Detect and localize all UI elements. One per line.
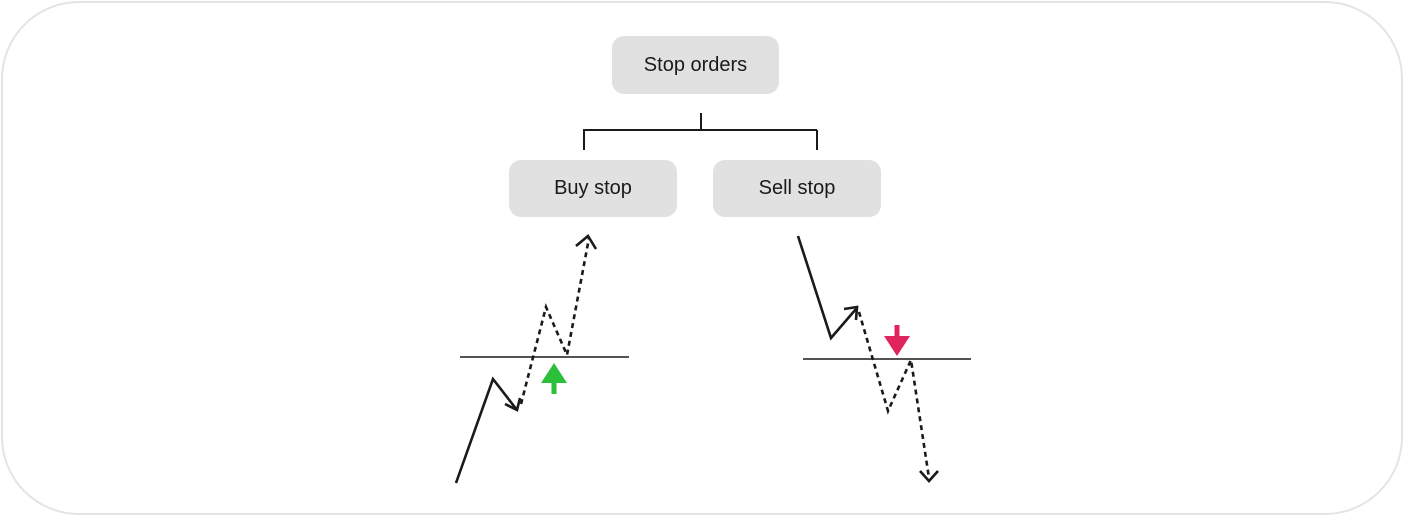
child-node-sell-stop: Sell stop xyxy=(713,160,881,217)
tree-connectors xyxy=(583,113,818,150)
root-node-stop-orders: Stop orders xyxy=(612,36,779,94)
sell-arrowhead-end xyxy=(919,470,939,483)
child-node-buy-stop: Buy stop xyxy=(509,160,677,217)
sell-price-path-solid xyxy=(796,235,857,341)
sell-stop-illustration xyxy=(796,235,971,483)
root-node-label: Stop orders xyxy=(643,53,748,76)
sell-arrowhead-small xyxy=(843,305,859,321)
buy-price-path-solid xyxy=(454,376,519,484)
buy-price-path-dashed xyxy=(519,237,591,405)
sell-price-path-dashed xyxy=(857,311,931,479)
sell-trigger-down-arrow-icon xyxy=(884,325,910,356)
buy-stop-illustration xyxy=(454,234,629,484)
buy-trigger-up-arrow-icon xyxy=(541,363,567,394)
buy-arrowhead-end xyxy=(575,234,598,250)
sell-stop-label: Sell stop xyxy=(758,177,836,199)
buy-stop-label: Buy stop xyxy=(554,177,632,199)
buy-arrowhead-small xyxy=(504,397,522,412)
